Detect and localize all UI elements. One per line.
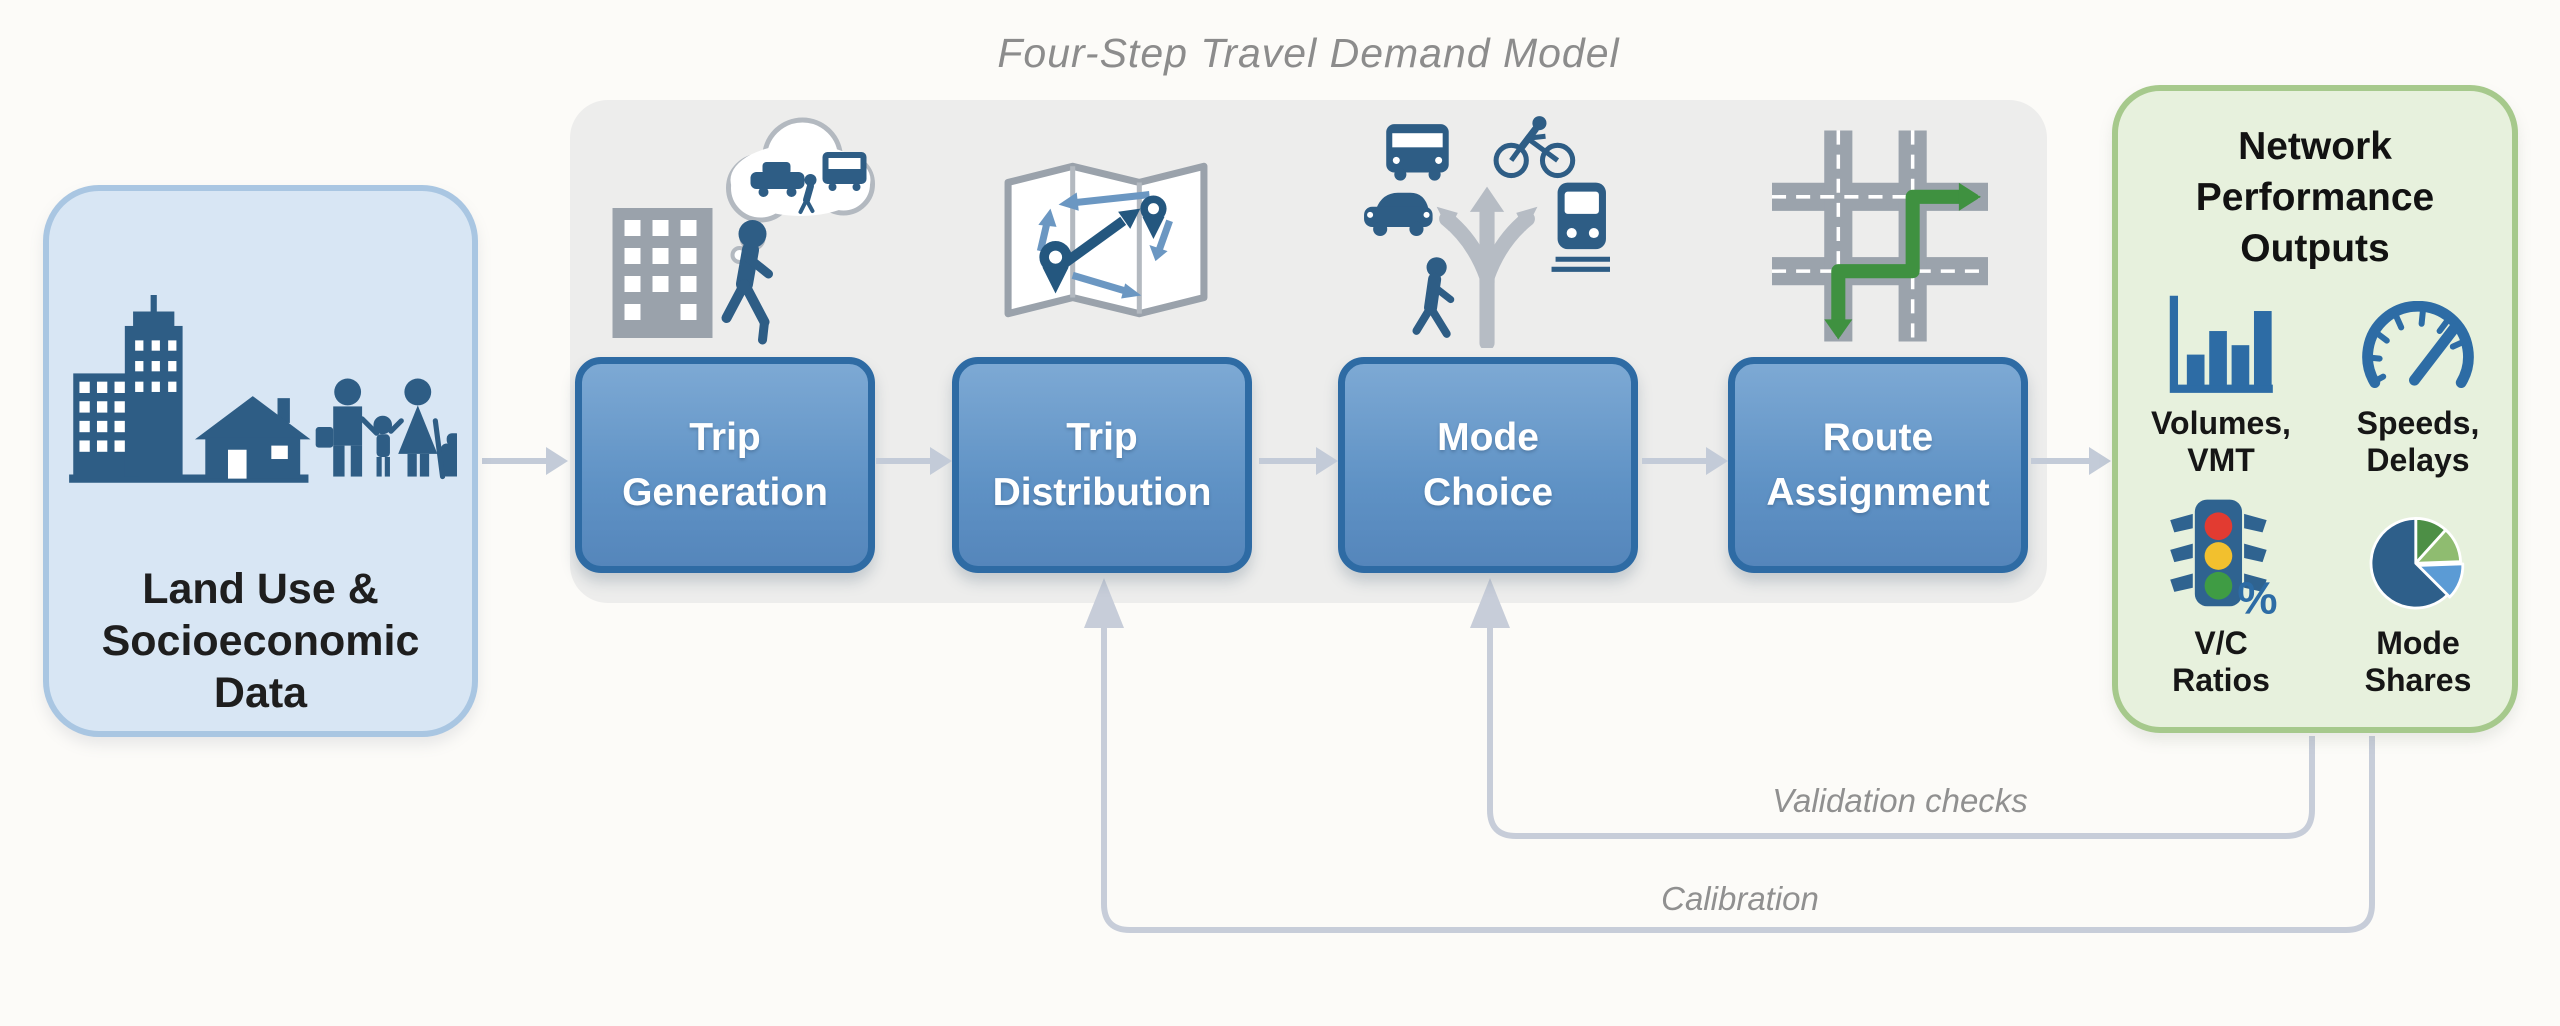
output-item-label: V/C Ratios — [2172, 625, 2270, 698]
building-walker-thought-bubble-icon — [598, 116, 883, 356]
validation-arrowhead — [1470, 578, 1510, 628]
diagram-title: Four-Step Travel Demand Model — [997, 30, 1620, 76]
outputs-title-line: Outputs — [2240, 227, 2390, 270]
step-box-trip-generation: Trip Generation — [575, 357, 875, 573]
output-item-speeds-delays: Speeds, Delays — [2326, 281, 2510, 479]
step-label-line: Choice — [1422, 471, 1554, 514]
bar-chart-icon — [2129, 281, 2313, 397]
flow-arrow — [1259, 447, 1338, 475]
step-label-line: Distribution — [992, 471, 1212, 514]
flow-arrow — [1642, 447, 1728, 475]
step-box-mode-choice: Mode Choice — [1338, 357, 1638, 573]
output-item-label: Volumes, VMT — [2151, 405, 2291, 478]
calibration-loop-arrow — [1101, 626, 2375, 933]
flow-arrow — [482, 447, 568, 475]
validation-loop-arrow — [1487, 626, 2315, 839]
flow-arrow — [2031, 447, 2111, 475]
step-label-line: Route — [1822, 416, 1934, 459]
output-item-label: Speeds, Delays — [2356, 405, 2480, 478]
road-grid-green-route-icon — [1772, 130, 1988, 347]
percent-symbol: % — [2237, 572, 2277, 617]
step-label-line: Generation — [622, 471, 828, 514]
input-box-label: Land Use & Socioeconomic Data — [49, 563, 472, 719]
input-box: Land Use & Socioeconomic Data — [43, 185, 478, 737]
city-family-icon — [65, 295, 467, 496]
input-label-line: Socioeconomic — [101, 617, 420, 665]
map-pins-arrows-icon — [1000, 156, 1212, 333]
output-item-volumes-vmt: Volumes, VMT — [2129, 281, 2313, 479]
output-item-label: Mode Shares — [2364, 625, 2472, 698]
output-item-vc-ratios: % V/C Ratios — [2129, 493, 2313, 699]
calibration-arrowhead — [1084, 578, 1124, 628]
traffic-light-percent-icon: % — [2129, 493, 2313, 617]
speedometer-icon — [2326, 281, 2510, 397]
pie-chart-icon — [2326, 493, 2510, 617]
outputs-box: Network Performance Outputs Volumes, — [2112, 85, 2518, 733]
flow-arrow — [876, 447, 952, 475]
calibration-label: Calibration — [1661, 880, 1819, 917]
input-label-line: Data — [213, 669, 308, 717]
validation-label: Validation checks — [1772, 782, 2028, 819]
step-label-line: Assignment — [1766, 471, 1990, 514]
outputs-title-line: Network — [2238, 125, 2392, 168]
outputs-box-title: Network Performance Outputs — [2118, 121, 2512, 274]
step-label-line: Mode — [1437, 416, 1539, 459]
step-label-line: Trip — [1066, 416, 1138, 459]
outputs-title-line: Performance — [2195, 176, 2435, 219]
step-label-line: Trip — [689, 416, 761, 459]
step-box-route-assignment: Route Assignment — [1728, 357, 2028, 573]
output-item-mode-shares: Mode Shares — [2326, 493, 2510, 699]
step-box-trip-distribution: Trip Distribution — [952, 357, 1252, 573]
transport-modes-branch-arrow-icon — [1358, 116, 1610, 353]
input-label-line: Land Use & — [142, 565, 379, 613]
